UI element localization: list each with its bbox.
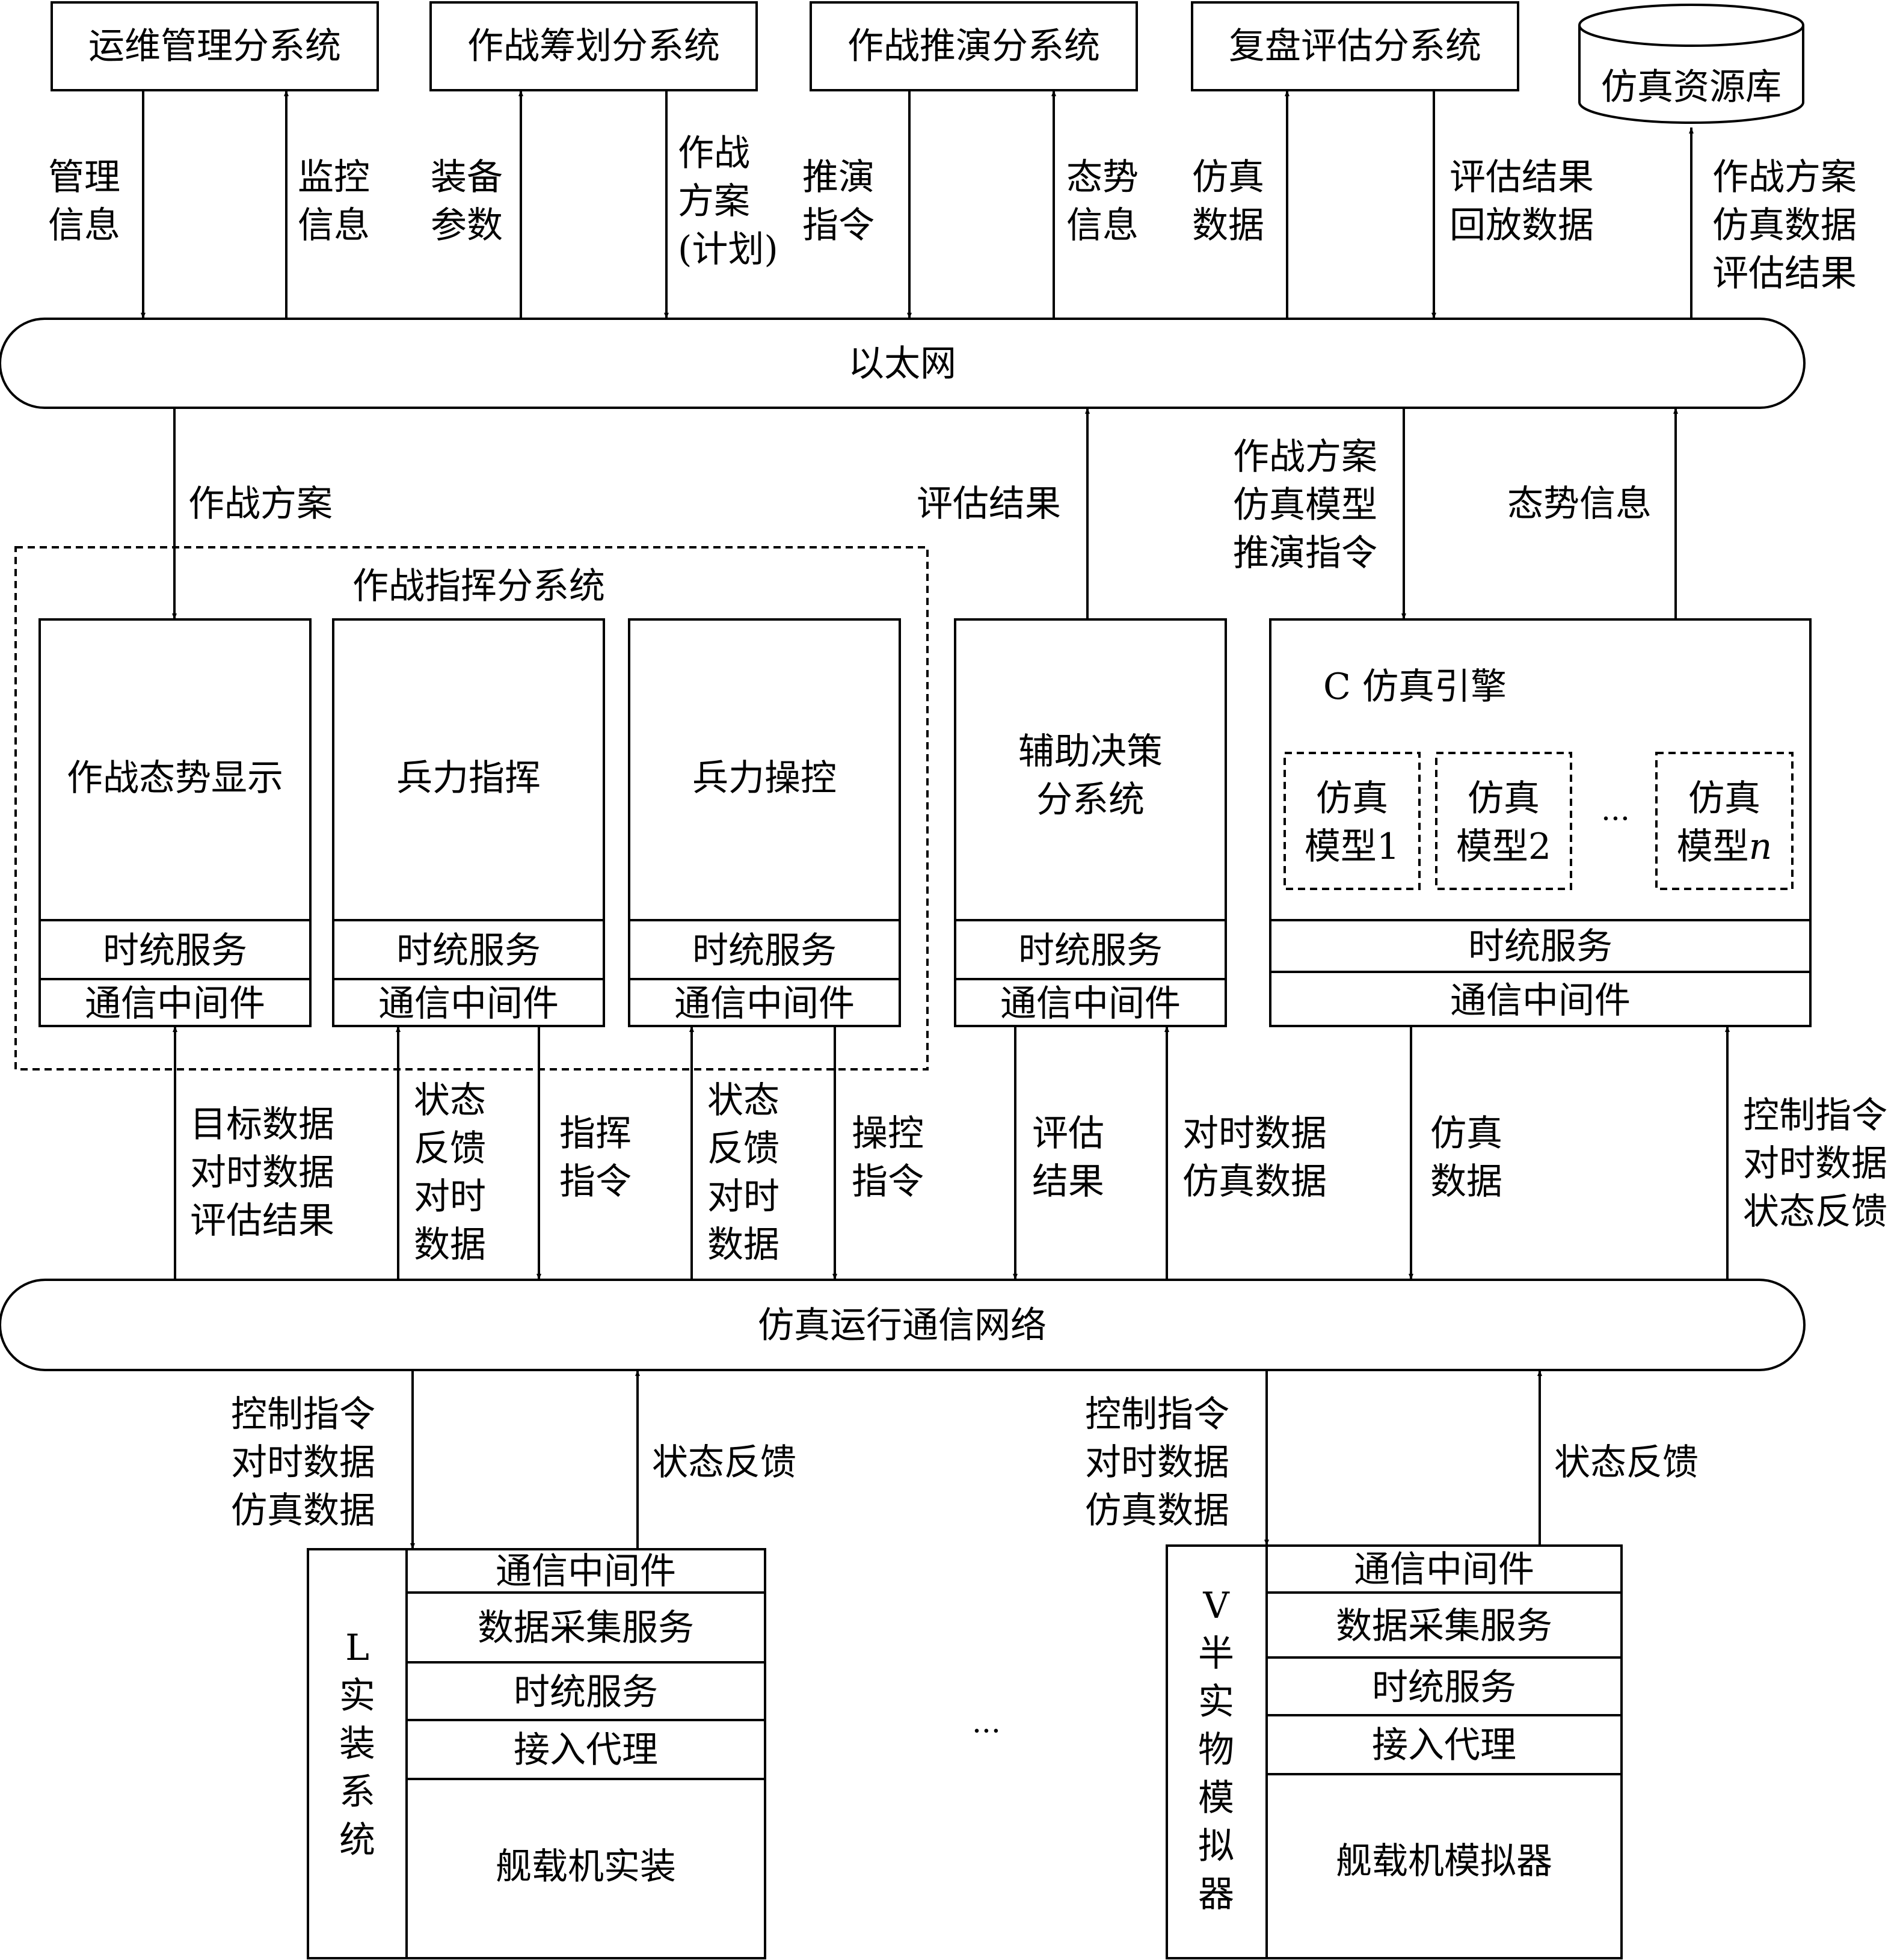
flow-f8-label: 评估结果回放数据 [1450, 156, 1594, 247]
sim-network-bus [0, 1279, 1806, 1371]
flow-f2-label: 监控信息 [298, 156, 370, 247]
l-layer-collect: 数据采集服务 [478, 1607, 694, 1649]
command-unit-3 [628, 618, 901, 1027]
box-deduce [810, 1, 1138, 91]
box-deduce-label: 作战推演分系统 [847, 25, 1100, 67]
decision-box [954, 618, 1227, 1027]
v-layer-proxy: 接入代理 [1372, 1724, 1516, 1766]
command-unit-3-comm: 通信中间件 [674, 983, 855, 1025]
l-system-box [307, 1548, 766, 1959]
engine-model-1-label: 仿真模型1 [1305, 778, 1400, 868]
command-unit-3-label: 兵力操控 [692, 757, 837, 799]
flow-m2-label: 评估结果 [917, 483, 1061, 525]
decision-time: 时统服务 [1018, 930, 1163, 972]
command-unit-2-label: 兵力指挥 [396, 757, 541, 799]
command-group-label: 作战指挥分系统 [352, 565, 605, 607]
ethernet-bus [0, 318, 1806, 409]
sim-network-label: 仿真运行通信网络 [758, 1304, 1047, 1347]
flow-m3-label: 作战方案仿真模型推演指令 [1233, 436, 1377, 574]
command-unit-3-time: 时统服务 [692, 930, 837, 972]
flow-l6-label: 评估结果 [1032, 1113, 1104, 1203]
flow-m1-label: 作战方案 [188, 483, 333, 525]
flow-f3-label: 装备参数 [431, 156, 503, 247]
engine-box [1269, 618, 1812, 1027]
l-layer-comm: 通信中间件 [496, 1550, 676, 1593]
flow-b2-label: 状态反馈 [652, 1442, 796, 1484]
command-unit-2-comm: 通信中间件 [378, 983, 559, 1025]
box-om [51, 1, 379, 91]
flow-f7-label: 仿真数据 [1192, 156, 1264, 247]
engine-model-2-label: 仿真模型2 [1456, 778, 1551, 868]
decision-label: 辅助决策分系统 [1018, 731, 1163, 821]
flow-l9-label: 控制指令对时数据状态反馈 [1743, 1095, 1887, 1233]
command-unit-2-time: 时统服务 [396, 930, 541, 972]
l-layer-time: 时统服务 [514, 1671, 658, 1713]
flow-f6-label: 态势信息 [1066, 156, 1139, 247]
bottom-ellipsis: ··· [972, 1713, 1001, 1748]
command-unit-1-comm: 通信中间件 [85, 983, 265, 1025]
resource-db-cylinder [1578, 4, 1804, 124]
ethernet-label: 以太网 [848, 343, 956, 385]
command-unit-2 [332, 618, 605, 1027]
flow-b3-label: 控制指令对时数据仿真数据 [1085, 1393, 1229, 1532]
l-layer-equipment: 舰载机实装 [496, 1846, 676, 1888]
engine-model-2 [1435, 752, 1572, 890]
flow-f5-label: 推演指令 [802, 156, 875, 247]
box-plan-label: 作战筹划分系统 [467, 25, 720, 67]
decision-comm: 通信中间件 [1000, 983, 1181, 1025]
v-system-box [1166, 1544, 1623, 1959]
flow-l4-label: 状态反馈对时数据 [707, 1080, 779, 1266]
engine-model-n-label: 仿真模型n [1677, 778, 1772, 868]
engine-time: 时统服务 [1468, 926, 1612, 968]
engine-model-n [1655, 752, 1794, 890]
engine-model-1 [1284, 752, 1421, 890]
command-group [14, 546, 929, 1071]
box-plan [429, 1, 758, 91]
l-layer-proxy: 接入代理 [514, 1729, 658, 1771]
flow-m4-label: 态势信息 [1507, 483, 1652, 525]
command-unit-1-label: 作战态势显示 [67, 757, 283, 799]
flow-l5-label: 操控指令 [852, 1113, 924, 1203]
box-review-label: 复盘评估分系统 [1229, 25, 1481, 67]
command-unit-1 [38, 618, 312, 1027]
flow-l8-label: 仿真数据 [1430, 1113, 1502, 1203]
resource-db-label: 仿真资源库 [1601, 66, 1782, 108]
engine-comm: 通信中间件 [1450, 980, 1631, 1022]
engine-ellipsis: ··· [1601, 801, 1630, 836]
v-layer-comm: 通信中间件 [1354, 1549, 1534, 1591]
flow-l2-label: 状态反馈对时数据 [414, 1080, 486, 1266]
command-unit-1-time: 时统服务 [103, 930, 247, 972]
flow-f4-label: 作战方案(计划) [678, 132, 778, 271]
flow-b1-label: 控制指令对时数据仿真数据 [231, 1393, 375, 1532]
flow-l1-label: 目标数据对时数据评估结果 [190, 1104, 334, 1242]
box-review [1191, 1, 1519, 91]
v-layer-simulator: 舰载机模拟器 [1336, 1840, 1552, 1882]
flow-f1-label: 管理信息 [48, 156, 120, 247]
v-layer-time: 时统服务 [1372, 1667, 1516, 1709]
flow-l3-label: 指挥指令 [559, 1113, 632, 1203]
engine-title: C 仿真引擎 [1323, 666, 1507, 708]
flow-f9-label: 作战方案仿真数据评估结果 [1712, 156, 1857, 295]
flow-l7-label: 对时数据仿真数据 [1182, 1113, 1327, 1203]
v-layer-collect: 数据采集服务 [1336, 1605, 1552, 1647]
box-om-label: 运维管理分系统 [88, 25, 341, 67]
flow-b4-label: 状态反馈 [1554, 1442, 1699, 1484]
